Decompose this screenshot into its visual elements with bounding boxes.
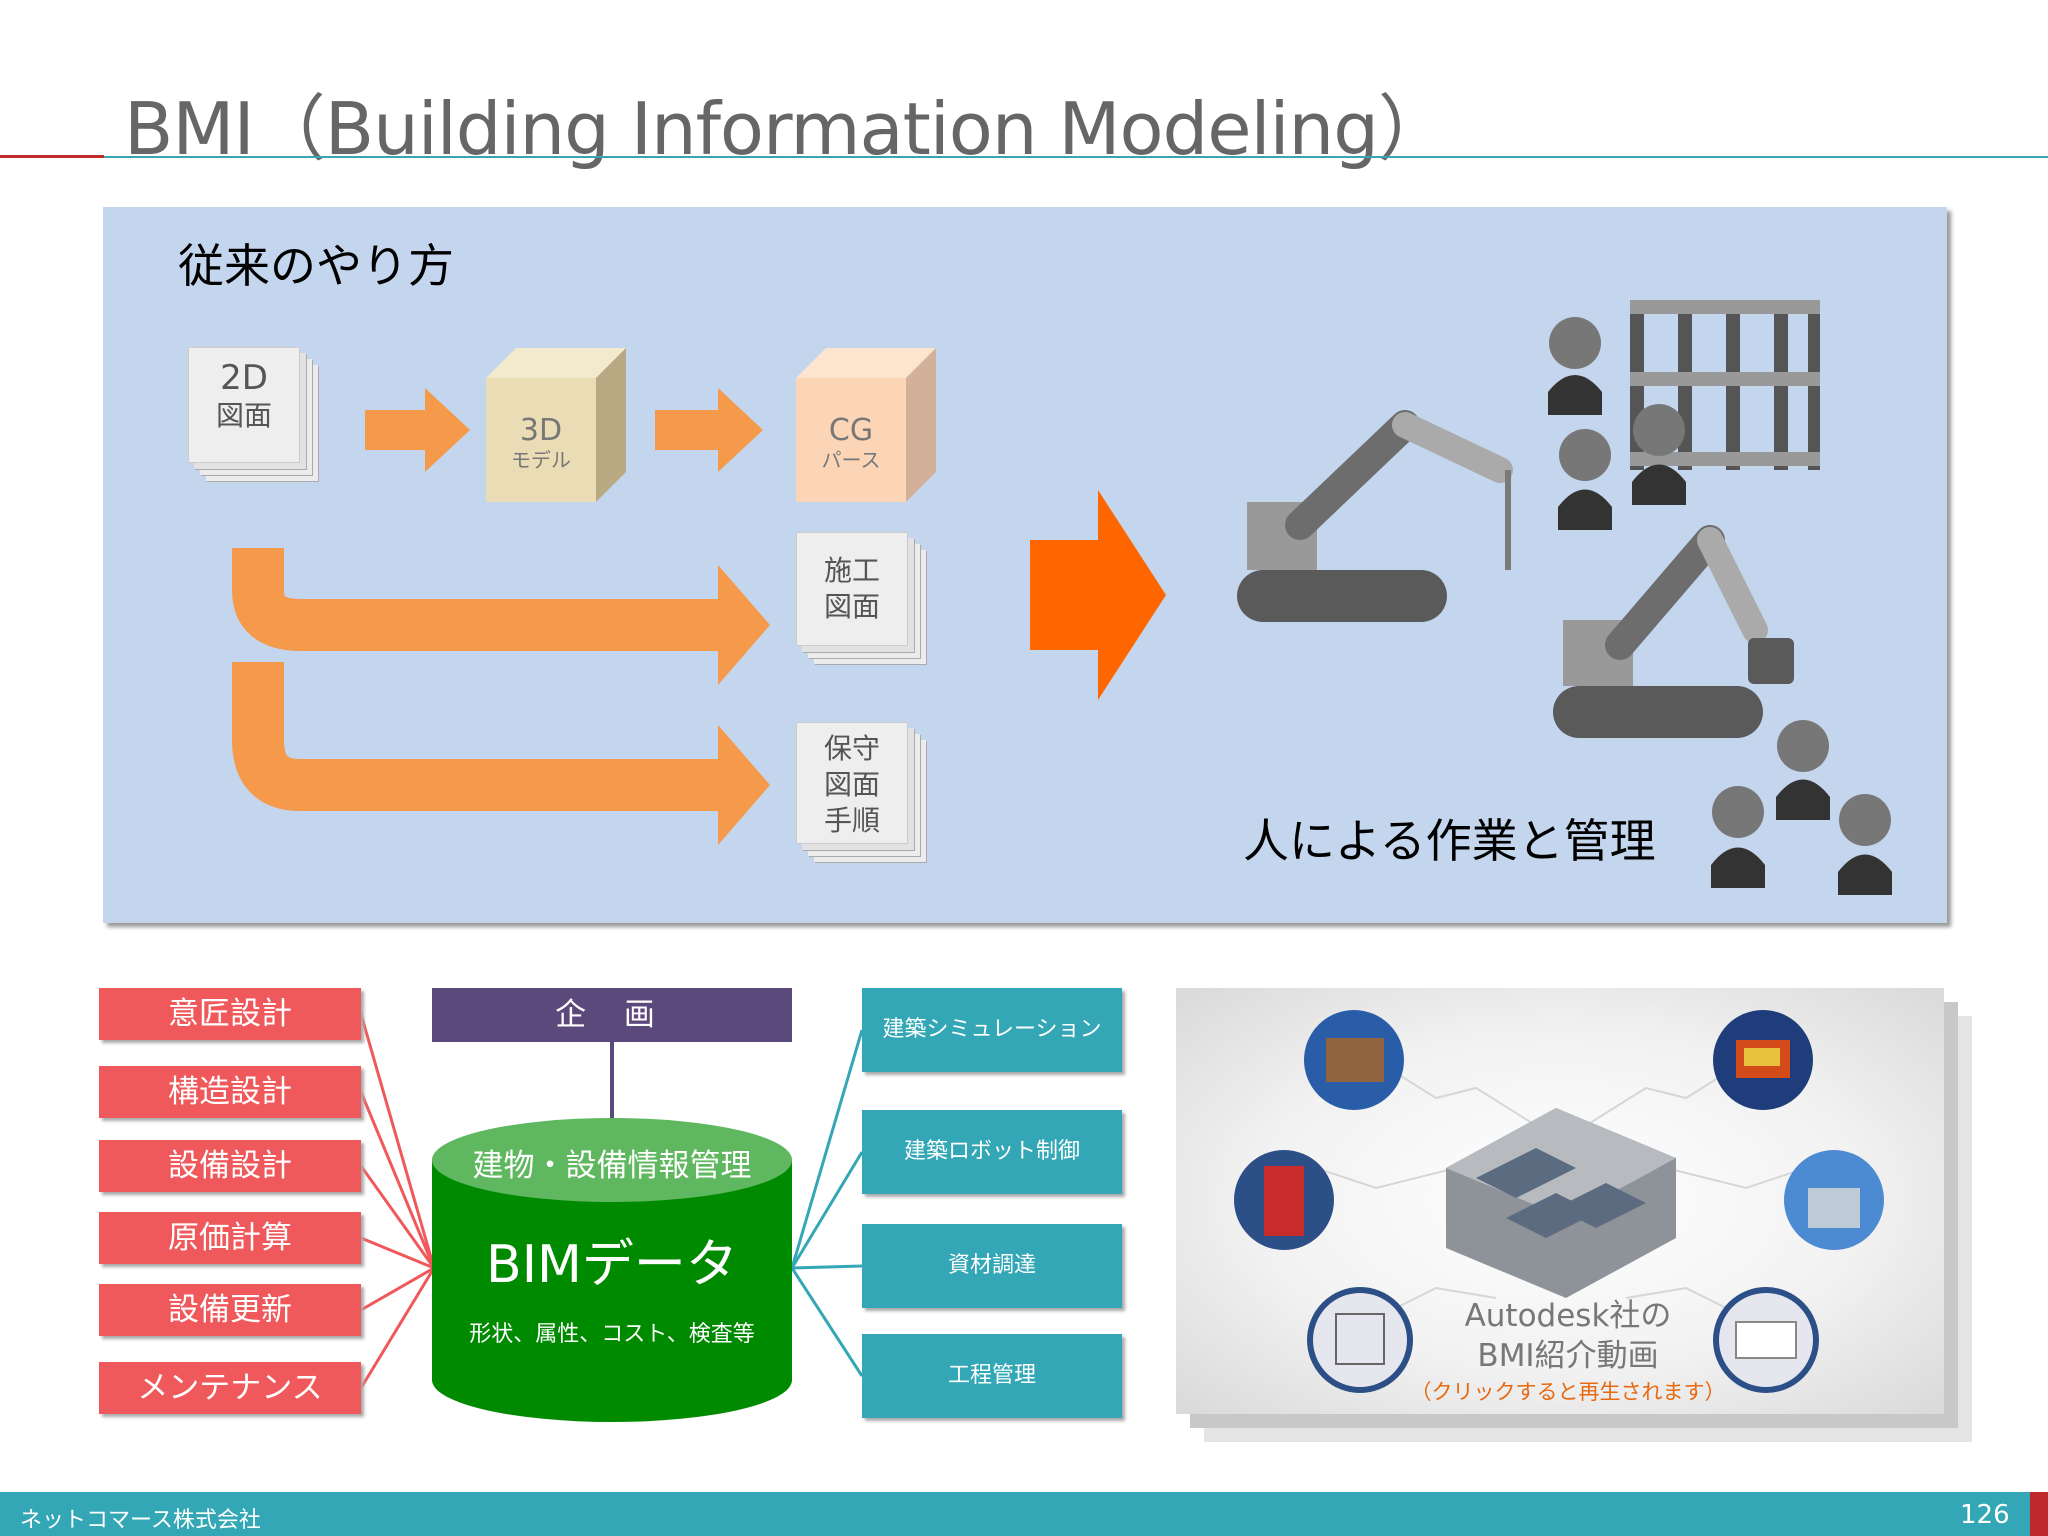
- arrow-3d-to-cg: [655, 388, 763, 472]
- doc-hoshu-line2: 図面: [823, 768, 880, 801]
- worker-icon-1: [1548, 317, 1602, 415]
- worker-icon-2: [1632, 404, 1686, 505]
- autodesk-video-thumbnail[interactable]: [1176, 988, 1944, 1414]
- page-number: 126: [1960, 1500, 2010, 1530]
- doc-hoshu-line1: 保守: [823, 732, 880, 765]
- panel-title: 従来のやり方: [178, 239, 454, 293]
- big-arrow: [1030, 490, 1166, 700]
- right-box-procurement: 資材調達: [862, 1224, 1122, 1308]
- connector-lines-left: [359, 1013, 436, 1389]
- footer-red-accent: [2030, 1492, 2048, 1536]
- left-box-structure: 構造設計: [99, 1066, 361, 1118]
- excavator-icon-2: [1553, 525, 1794, 738]
- bim-database-cylinder: [432, 1118, 792, 1422]
- arrow-2d-to-3d: [365, 388, 470, 472]
- title-underline-teal: [104, 156, 2048, 158]
- scaffold-icon: [1630, 300, 1820, 470]
- cube-3d-label: 3D モデル: [486, 413, 596, 473]
- worker-icon-4: [1776, 720, 1830, 820]
- planning-box: 企 画: [432, 988, 792, 1042]
- cube-3d-big: 3D: [519, 413, 563, 448]
- cube-3d-small: モデル: [511, 448, 571, 472]
- video-title-line2: BMI紹介動画: [1477, 1338, 1659, 1374]
- left-box-design: 意匠設計: [99, 988, 361, 1040]
- worker-icon-5: [1711, 786, 1765, 888]
- worker-icon-6: [1838, 794, 1892, 895]
- cylinder-sub-label: 形状、属性、コスト、検査等: [469, 1322, 755, 1347]
- right-box-schedule: 工程管理: [862, 1334, 1122, 1418]
- video-graphics: [1234, 1010, 1884, 1393]
- excavator-icon-1: [1237, 410, 1513, 622]
- video-title-line1: Autodesk社の: [1464, 1298, 1672, 1334]
- doc-maintenance-procedure: 保守 図面 手順: [796, 722, 908, 844]
- doc-2d-big: 2D: [220, 358, 268, 398]
- cube-cg-small: パース: [821, 448, 881, 472]
- doc-sekou-line2: 図面: [823, 590, 880, 623]
- video-plan-thumb-1: [1307, 1287, 1413, 1393]
- video-caption: （クリックすると再生されます）: [1410, 1380, 1726, 1404]
- cube-cg-label: CG パース: [796, 413, 906, 473]
- footer-bar: [0, 1492, 2048, 1536]
- curved-arrow-upper: [232, 548, 720, 651]
- doc-construction-drawing: 施工 図面: [796, 532, 908, 646]
- left-box-equipment: 設備設計: [99, 1140, 361, 1192]
- right-box-robot: 建築ロボット制御: [862, 1110, 1122, 1194]
- manual-work-label: 人による作業と管理: [1243, 814, 1656, 868]
- video-title[interactable]: Autodesk社の BMI紹介動画: [1418, 1296, 1718, 1376]
- left-box-maintenance: メンテナンス: [99, 1362, 361, 1414]
- curved-arrow-lower: [232, 662, 720, 811]
- connector-lines-right: [790, 1029, 864, 1377]
- cylinder-main-label: BIMデータ: [486, 1235, 738, 1295]
- doc-2d-small: 図面: [215, 399, 272, 432]
- footer-company: ネットコマース株式会社: [20, 1508, 261, 1533]
- right-box-simulation: 建築シミュレーション: [862, 988, 1122, 1072]
- doc-hoshu-line3: 手順: [823, 804, 880, 837]
- cylinder-top-label: 建物・設備情報管理: [472, 1148, 752, 1184]
- title-underline-red: [0, 155, 104, 158]
- video-building-model: [1446, 1108, 1676, 1298]
- worker-icon-3: [1558, 429, 1612, 530]
- doc-sekou-line1: 施工: [823, 554, 880, 587]
- cube-cg-big: CG: [828, 413, 874, 448]
- left-box-costing: 原価計算: [99, 1212, 361, 1264]
- left-box-renewal: 設備更新: [99, 1284, 361, 1336]
- cube-3d-icon: [486, 348, 626, 502]
- doc-2d-drawing: 2D 図面: [188, 347, 300, 463]
- cube-cg-icon: [796, 348, 936, 502]
